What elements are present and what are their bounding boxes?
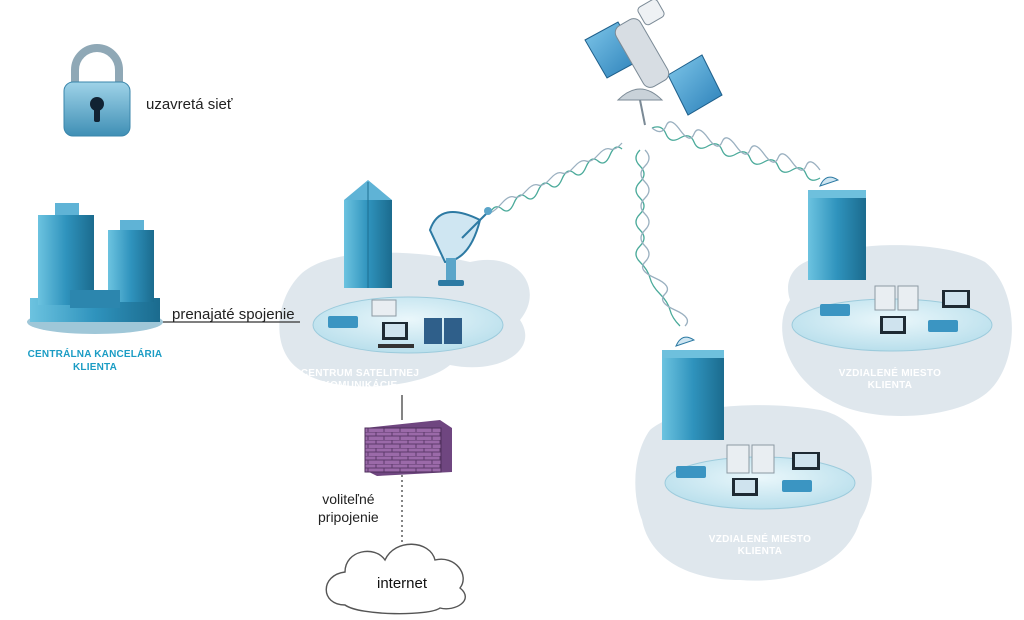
hq-label-line1: CENTRÁLNA KANCELÁRIA [27,349,163,360]
optional-line1: voliteľné [322,491,375,507]
remote1-label: VZDIALENÉ MIESTO KLIENTA [820,368,960,392]
remote1-equipment [820,285,970,334]
sat-center-equipment [328,299,462,348]
internet-cloud-icon [325,543,466,615]
leased-line-label: prenajaté spojenie [172,306,295,323]
remote2-line1: VZDIALENÉ MIESTO [708,534,812,545]
satellite-icon [584,0,723,126]
remote2-label: VZDIALENÉ MIESTO KLIENTA [690,534,830,558]
remote1-line2: KLIENTA [867,380,913,391]
hq-label: CENTRÁLNA KANCELÁRIA KLIENTA [20,348,170,374]
remote2-line2: KLIENTA [737,546,783,557]
lock-icon [63,44,131,137]
closed-network-label: uzavretá sieť [146,96,233,113]
internet-label: internet [377,575,428,592]
firewall-icon [364,420,452,476]
remote2-building-icon [662,336,724,440]
sat-center-building-icon [344,180,392,288]
remote1-building-icon [808,176,866,280]
sat-center-line1: CENTRUM SATELITNEJ [300,368,420,379]
hq-building-icon [27,203,163,334]
optional-line2: pripojenie [318,509,379,525]
sat-center-line2: KOMUNIKÁCIE [322,380,398,391]
remote2-equipment [676,444,820,496]
hq-label-line2: KLIENTA [73,362,117,373]
sat-center-label: CENTRUM SATELITNEJ KOMUNIKÁCIE [300,368,420,392]
remote1-line1: VZDIALENÉ MIESTO [838,368,942,379]
optional-connection-label: voliteľné pripojenie [318,490,379,526]
satellite-dish-icon [428,207,492,286]
satellite-links [489,121,821,327]
